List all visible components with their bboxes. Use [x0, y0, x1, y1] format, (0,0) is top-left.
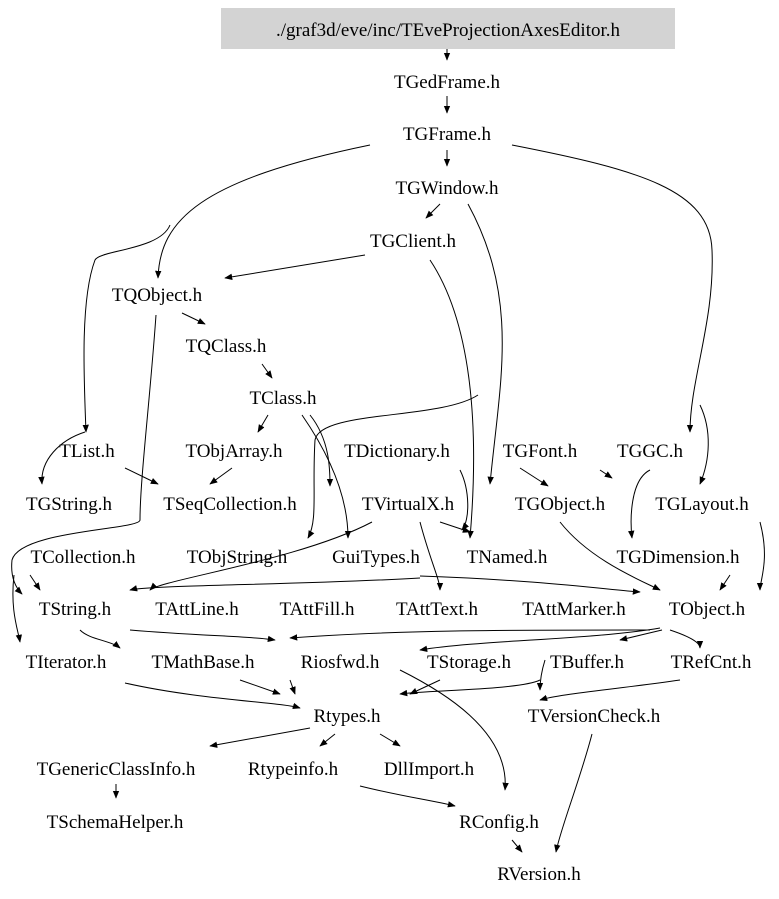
edge-tobject-tbuffer	[619, 629, 663, 642]
edge-tgclient-tvirtualx	[307, 394, 479, 539]
edge-rtypes-tgenericclassinfo	[209, 727, 311, 748]
edge-tobject-tstorage	[419, 627, 661, 652]
edge-tvirtualx-tattline	[149, 521, 373, 591]
edge-tggc-tgfont-down	[599, 469, 613, 479]
edge-tgframe-tggc	[511, 144, 713, 433]
node-tversioncheck[interactable]: TVersionCheck.h	[528, 706, 661, 727]
edge-rtypes-dllimport	[379, 733, 401, 747]
node-tlist[interactable]: TList.h	[59, 441, 115, 462]
edge-tgclient-tnamed	[429, 259, 475, 539]
edge-tlist-tseqcollection	[124, 467, 159, 485]
edge-tvirtualx-tatttext	[419, 521, 444, 591]
edge-trefcnt-tversioncheck	[539, 679, 681, 702]
node-tbuffer[interactable]: TBuffer.h	[550, 652, 625, 673]
node-tgclient[interactable]: TGClient.h	[370, 231, 457, 252]
edge-tcollection-tstring	[29, 574, 41, 591]
edge-tgwindow-tgclient	[425, 203, 441, 219]
node-tgstring[interactable]: TGString.h	[26, 494, 113, 515]
node-tgwindow[interactable]: TGWindow.h	[395, 178, 499, 199]
edge-tdictionary-tnamed	[459, 469, 469, 531]
edge-tgfont-tgdimension	[628, 469, 651, 539]
header-nodes: ./graf3d/eve/inc/TEveProjectionAxesEdito…	[26, 8, 752, 885]
node-tmathbase[interactable]: TMathBase.h	[152, 652, 255, 673]
edge-tvirtualx-tnamed	[439, 521, 471, 533]
node-tattmarker[interactable]: TAttMarker.h	[522, 599, 626, 620]
dependency-edges	[11, 49, 765, 853]
edge-tstorage-rtypes	[409, 679, 441, 695]
node-rversion[interactable]: RVersion.h	[497, 864, 581, 885]
edge-tggc-tglayout	[699, 404, 709, 485]
edge-tqobject-tlist	[11, 314, 157, 595]
edge-tclass-guitypes	[301, 414, 352, 539]
edge-tqobject-tqclass	[181, 312, 206, 325]
node-tgedframe[interactable]: TGedFrame.h	[394, 72, 501, 93]
edge-tgframe-tlist	[82, 224, 171, 433]
edge-tbuffer-tversioncheck	[536, 659, 546, 691]
node-tobjarray[interactable]: TObjArray.h	[185, 441, 283, 462]
node-tvirtualx[interactable]: TVirtualX.h	[362, 494, 455, 515]
node-root[interactable]: ./graf3d/eve/inc/TEveProjectionAxesEdito…	[221, 8, 675, 49]
edge-rtypeinfo-rconfig	[359, 785, 456, 808]
node-tgobject[interactable]: TGObject.h	[515, 494, 606, 515]
edge-tbuffer-rtypes	[399, 679, 541, 697]
node-tobjstring[interactable]: TObjString.h	[187, 547, 288, 568]
node-tobject[interactable]: TObject.h	[669, 599, 746, 620]
node-tclass[interactable]: TClass.h	[249, 388, 317, 409]
node-tschemahelper[interactable]: TSchemaHelper.h	[47, 812, 184, 833]
node-tnamed[interactable]: TNamed.h	[467, 547, 548, 568]
edge-rconfig-rversion	[511, 839, 523, 853]
edge-tglayout-tobject	[756, 521, 765, 591]
edge-tstring-tmathbase	[79, 629, 121, 649]
node-tgfont[interactable]: TGFont.h	[503, 441, 578, 462]
node-tseqcollection[interactable]: TSeqCollection.h	[163, 494, 297, 515]
node-titerator[interactable]: TIterator.h	[26, 652, 107, 673]
edge-tgwindow-tgobject	[467, 203, 503, 485]
node-tstorage[interactable]: TStorage.h	[427, 652, 511, 673]
edge-tgframe-tqobject	[155, 144, 371, 279]
edge-tstring-riosfwd	[129, 629, 276, 643]
node-tglayout[interactable]: TGLayout.h	[655, 494, 749, 515]
edge-tobject-trefcnt	[669, 629, 704, 649]
node-tqclass[interactable]: TQClass.h	[186, 336, 267, 357]
edge-rtypes-rtypeinfo	[319, 733, 336, 747]
edge-tclass-tdictionary	[309, 414, 334, 487]
node-tgdimension[interactable]: TGDimension.h	[617, 547, 740, 568]
node-tattfill[interactable]: TAttFill.h	[279, 599, 355, 620]
edge-tversioncheck-rversion	[554, 733, 593, 853]
edge-tqclass-tclass	[261, 363, 273, 379]
edge-tobject-riosfwd	[289, 629, 651, 641]
edge-tgclient-tqobject	[224, 254, 366, 280]
node-trefcnt[interactable]: TRefCnt.h	[671, 652, 752, 673]
node-tstring[interactable]: TString.h	[39, 599, 112, 620]
node-rtypes[interactable]: Rtypes.h	[313, 706, 381, 727]
node-tgframe[interactable]: TGFrame.h	[403, 124, 492, 145]
node-dllimport[interactable]: DllImport.h	[384, 759, 475, 780]
edge-tgfont-tgobject	[519, 467, 549, 487]
edge-tgobject-tobject	[559, 521, 661, 591]
edge-tobjarray-tseqcollection	[209, 467, 233, 485]
edge-tgdimension-tobject	[719, 574, 731, 591]
node-tggc[interactable]: TGGC.h	[617, 441, 683, 462]
node-guitypes[interactable]: GuiTypes.h	[332, 547, 420, 568]
edge-titerator-rtypes	[124, 682, 301, 710]
node-riosfwd[interactable]: Riosfwd.h	[301, 652, 380, 673]
edge-tmathbase-rtypes	[239, 679, 281, 695]
node-tcollection[interactable]: TCollection.h	[30, 547, 136, 568]
node-tdictionary[interactable]: TDictionary.h	[344, 441, 450, 462]
svg-text:./graf3d/eve/inc/TEveProjectio: ./graf3d/eve/inc/TEveProjectionAxesEdito…	[276, 20, 621, 41]
edge-tcollection-titerator	[12, 574, 22, 643]
node-rconfig[interactable]: RConfig.h	[459, 812, 539, 833]
node-tatttext[interactable]: TAttText.h	[396, 599, 479, 620]
node-tgenericclassinfo[interactable]: TGenericClassInfo.h	[37, 759, 196, 780]
edge-rtypes-rconfig	[399, 669, 509, 791]
edge-tlist-tgstring	[38, 431, 86, 485]
node-rtypeinfo[interactable]: Rtypeinfo.h	[248, 759, 339, 780]
edge-riosfwd-rtypes	[289, 679, 296, 695]
edge-tclass-tobjarray	[257, 414, 269, 433]
edge-tnamed-tstring	[129, 577, 421, 592]
edge-tnamed-tobject	[419, 575, 641, 595]
node-tqobject[interactable]: TQObject.h	[112, 285, 203, 306]
node-tattline[interactable]: TAttLine.h	[155, 599, 239, 620]
